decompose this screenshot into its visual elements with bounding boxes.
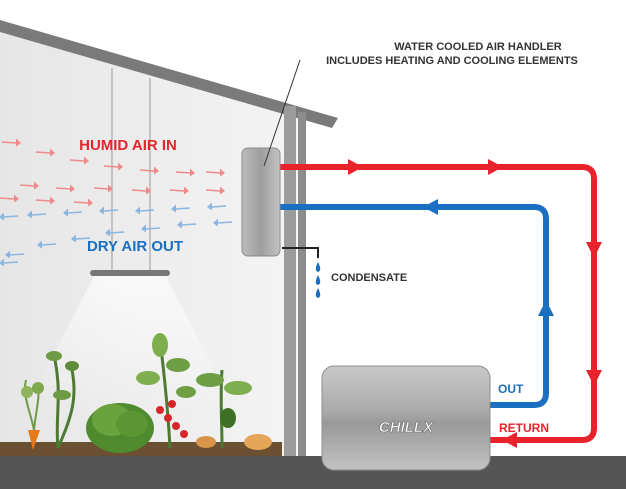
cold-pipe-arrow-up (538, 300, 554, 316)
humid-air-arrow (139, 166, 159, 175)
ground (0, 456, 626, 489)
carrot (28, 430, 40, 450)
water-drop-icon (315, 288, 321, 298)
hot-pipe-arrow-right (488, 159, 503, 175)
dry-air-arrow (105, 228, 125, 237)
pepper (220, 408, 236, 428)
dry-air-arrow (27, 210, 47, 219)
labels: WATER COOLED AIR HANDLER INCLUDES HEATIN… (79, 41, 578, 435)
wall-post-inner (284, 106, 296, 472)
water-drop-icon (315, 275, 321, 285)
cold-pipe-arrow-left (423, 199, 438, 215)
condensate-drops (315, 262, 321, 298)
humid-air-arrows (0, 138, 225, 207)
tomato-leaf (136, 371, 160, 385)
tomato (180, 430, 188, 438)
chiller-body (321, 365, 491, 471)
hot-pipe-arrow-right (348, 159, 363, 175)
condensate-label: CONDENSATE (331, 272, 407, 284)
dry-air-arrow (5, 250, 25, 259)
humid-air-arrow (19, 181, 39, 190)
humid-air-arrow (131, 186, 151, 195)
plant-stems (53, 359, 76, 449)
wall-post-outer (298, 112, 306, 472)
air-handler-body (241, 147, 281, 257)
return-label: RETURN (499, 421, 549, 435)
humid-air-arrow (69, 156, 89, 165)
dry-air-arrow (63, 208, 83, 217)
piping (278, 159, 602, 448)
dry-air-arrow (213, 218, 233, 227)
dry-air-arrow (135, 206, 155, 215)
humid-air-in-label: HUMID AIR IN (79, 137, 177, 154)
tomato (172, 422, 180, 430)
grow-light-bar (90, 270, 170, 276)
chiller-unit: CHILLX (321, 365, 491, 471)
dry-air-arrow (0, 258, 19, 267)
plant-leaf (65, 361, 79, 371)
tomato-leaf (176, 386, 196, 398)
tomato (168, 400, 176, 408)
pepper-leaf (196, 373, 224, 387)
hot-pipe-arrow-down (586, 242, 602, 258)
carrot-foliage (21, 386, 33, 398)
plant-leaf (53, 390, 71, 400)
dry-air-out-label: DRY AIR OUT (87, 238, 183, 255)
humid-air-arrow (35, 148, 55, 157)
dry-air-arrow (99, 206, 119, 215)
air-handler-unit (241, 59, 301, 257)
dry-air-arrow (71, 234, 91, 243)
tomato (164, 414, 172, 422)
out-label: OUT (498, 382, 524, 396)
plant-leaf (46, 351, 62, 361)
dry-air-arrow (0, 212, 19, 221)
vegetable-plants (0, 333, 626, 489)
greenhouse-roof (0, 20, 338, 128)
humid-air-arrow (205, 186, 225, 195)
water-drop-icon (315, 262, 321, 272)
tomato (156, 406, 164, 414)
humid-air-arrow (93, 184, 113, 193)
humid-air-arrow (35, 196, 55, 205)
condensate-drain (282, 247, 319, 258)
dry-air-arrows (0, 202, 233, 267)
handler-label-line1: WATER COOLED AIR HANDLER (394, 41, 561, 53)
handler-label-line2: INCLUDES HEATING AND COOLING ELEMENTS (326, 55, 578, 67)
humid-air-arrow (175, 168, 195, 177)
hot-pipe-arrow-down (586, 370, 602, 386)
tomato-leaf (166, 358, 190, 372)
humid-air-arrow (103, 162, 123, 171)
humid-air-arrow (73, 198, 93, 207)
tomato-leaf (152, 333, 168, 357)
squash (244, 434, 272, 450)
lettuce-leaves (116, 411, 148, 437)
squash (196, 436, 216, 448)
dry-air-arrow (37, 240, 57, 249)
dry-air-arrow (177, 220, 197, 229)
humid-air-arrow (0, 194, 19, 203)
hot-pipe (278, 164, 597, 443)
humid-air-arrow (1, 138, 21, 147)
return-arrow-left (502, 432, 517, 448)
carrot-foliage (32, 382, 44, 394)
humid-air-arrow (169, 186, 189, 195)
dry-air-arrow (171, 204, 191, 213)
handler-callout-line (263, 59, 301, 167)
dry-air-arrow (141, 224, 161, 233)
dry-air-arrow (207, 202, 227, 211)
humid-air-arrow (55, 184, 75, 193)
pepper-leaf (224, 381, 252, 395)
humid-air-arrow (205, 168, 225, 177)
chillx-logo: CHILLX (379, 419, 434, 436)
